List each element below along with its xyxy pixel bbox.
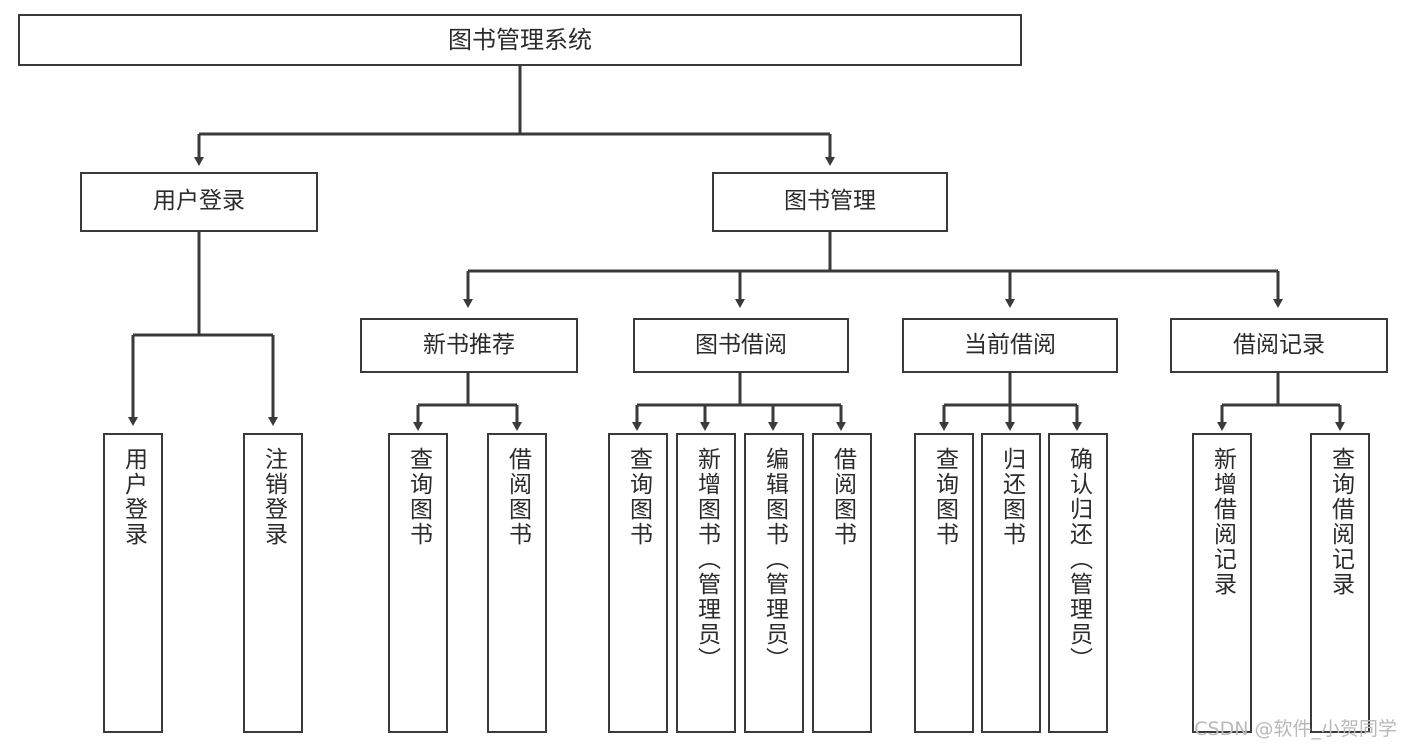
node-label: 借阅图书 [504, 447, 531, 547]
node-book-borrow[interactable]: 图书借阅 [633, 318, 849, 373]
node-label: 借阅记录 [1233, 331, 1325, 358]
node-borrow-record[interactable]: 借阅记录 [1170, 318, 1388, 373]
node-current-borrow[interactable]: 当前借阅 [902, 318, 1118, 373]
node-book-management[interactable]: 图书管理 [712, 172, 948, 232]
node-label: 当前借阅 [964, 331, 1056, 358]
leaf-logout-login[interactable]: 注销登录 [243, 433, 303, 733]
leaf-query-borrow-record[interactable]: 查询借阅记录 [1310, 433, 1370, 733]
leaf-return-book[interactable]: 归还图书 [981, 433, 1041, 733]
node-label: 编辑图书（管理员） [761, 447, 788, 672]
leaf-add-book-admin[interactable]: 新增图书（管理员） [676, 433, 736, 733]
leaf-query-book-recommend[interactable]: 查询图书 [388, 433, 448, 733]
leaf-query-book-borrow[interactable]: 查询图书 [608, 433, 668, 733]
node-label: 用户登录 [153, 188, 245, 215]
node-label: 归还图书 [998, 447, 1025, 547]
node-label: 查询借阅记录 [1327, 447, 1354, 597]
node-label: 图书借阅 [695, 331, 787, 358]
node-label: 查询图书 [625, 447, 652, 547]
node-label: 查询图书 [931, 447, 958, 547]
node-new-book-recommend[interactable]: 新书推荐 [360, 318, 578, 373]
node-label: 借阅图书 [829, 447, 856, 547]
leaf-user-login[interactable]: 用户登录 [103, 433, 163, 733]
node-label: 确认归还（管理员） [1065, 447, 1092, 672]
node-label: 图书管理 [784, 188, 876, 215]
csdn-watermark: CSDN @软件_小贺同学 [1194, 718, 1397, 740]
node-label: 新书推荐 [423, 331, 515, 358]
leaf-edit-book-admin[interactable]: 编辑图书（管理员） [744, 433, 804, 733]
leaf-confirm-return-admin[interactable]: 确认归还（管理员） [1048, 433, 1108, 733]
node-label: 新增图书（管理员） [693, 447, 720, 672]
leaf-borrow-book-recommend[interactable]: 借阅图书 [487, 433, 547, 733]
node-user-login[interactable]: 用户登录 [80, 172, 318, 232]
node-label: 新增借阅记录 [1209, 447, 1236, 597]
leaf-query-book-current[interactable]: 查询图书 [914, 433, 974, 733]
node-label: 查询图书 [405, 447, 432, 547]
leaf-borrow-book[interactable]: 借阅图书 [812, 433, 872, 733]
leaf-add-borrow-record[interactable]: 新增借阅记录 [1192, 433, 1252, 733]
node-root-book-management-system[interactable]: 图书管理系统 [18, 14, 1022, 66]
node-label: 图书管理系统 [448, 25, 592, 54]
node-label: 用户登录 [120, 447, 147, 547]
node-label: 注销登录 [260, 447, 287, 547]
